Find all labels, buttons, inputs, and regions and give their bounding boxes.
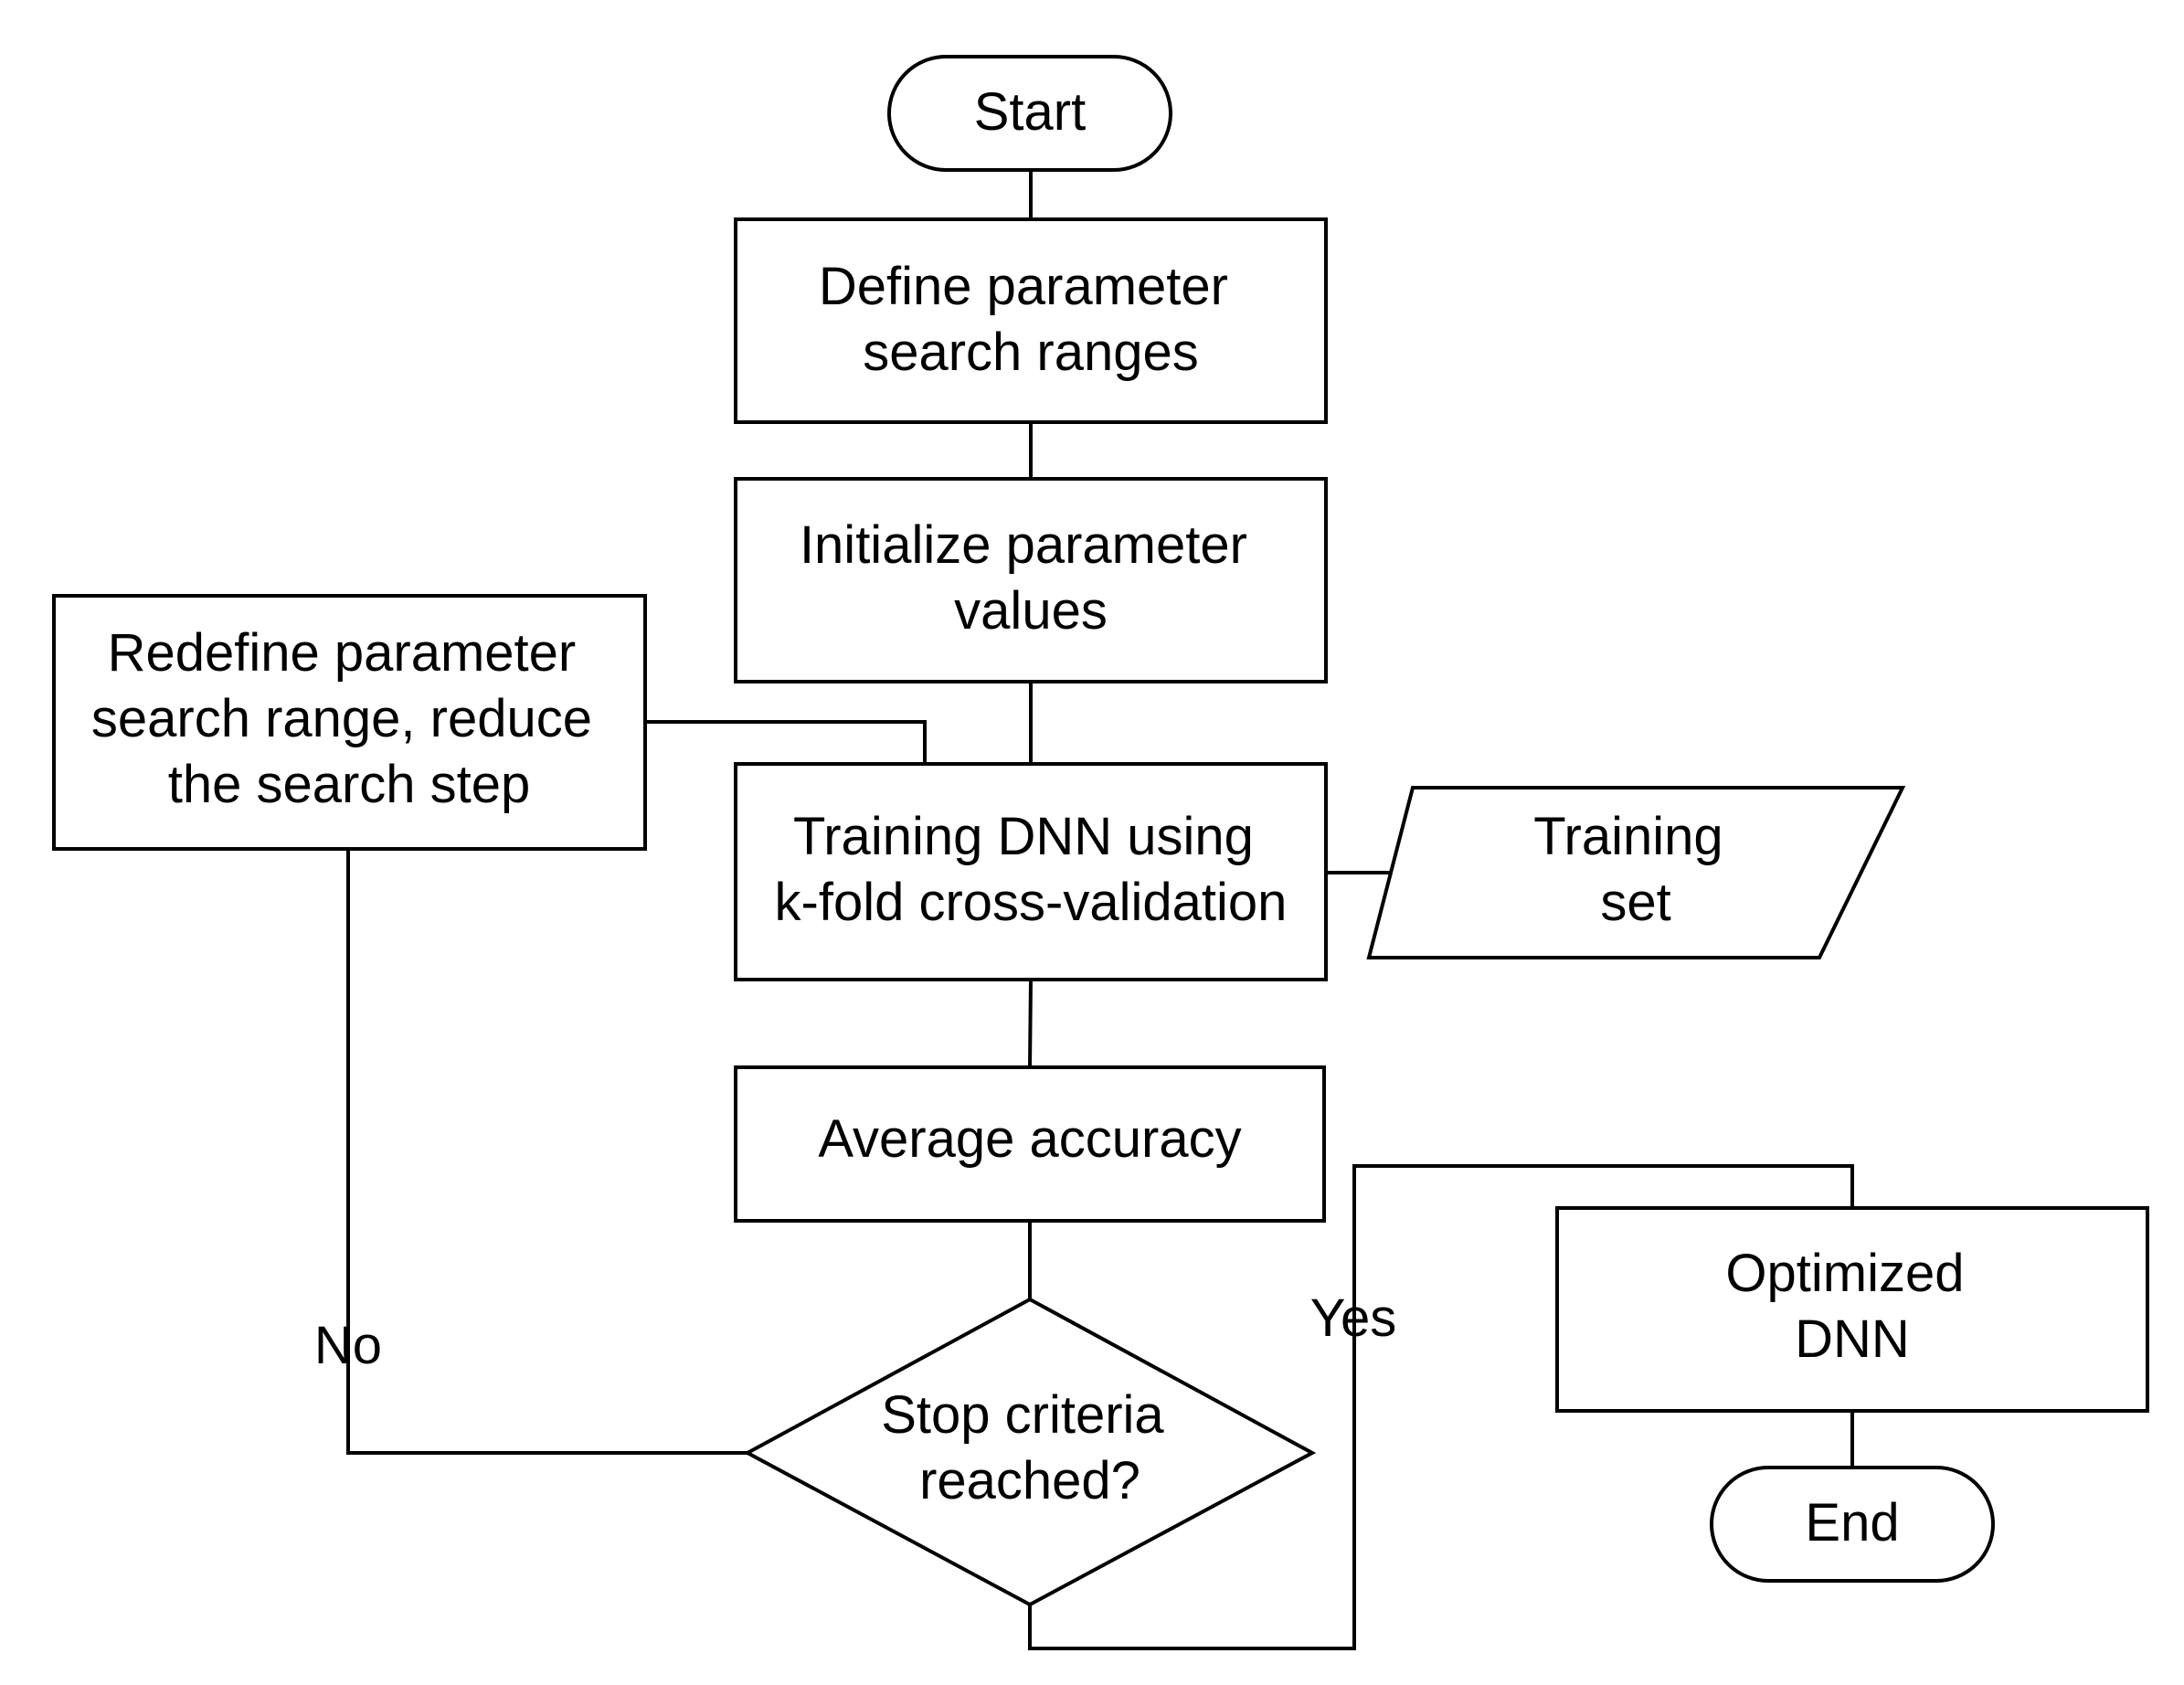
connectors	[346, 170, 1854, 1650]
start-label: Start	[974, 82, 1087, 142]
training-set-shape	[1366, 786, 1906, 959]
average-accuracy-box	[734, 1065, 1326, 1223]
initialize-values-process: Initialize parameter values	[734, 477, 1328, 684]
optimized-dnn-process: Optimized DNN	[1555, 1206, 2149, 1413]
end-label: End	[1805, 1493, 1899, 1553]
edge-decision-no-to-redefine	[346, 849, 747, 1455]
optimized-dnn-label: Optimized DNN	[1725, 1244, 1978, 1369]
end-terminal: End	[1710, 1466, 1995, 1583]
edge-decision-yes-to-optimized	[1028, 1164, 1854, 1650]
training-dnn-box	[734, 762, 1328, 981]
redefine-range-process: Redefine parameter search range, reduce …	[52, 594, 647, 851]
stop-criteria-diamond	[743, 1297, 1317, 1607]
average-accuracy-process: Average accuracy	[734, 1065, 1326, 1223]
define-ranges-process: Define parameter search ranges	[734, 217, 1328, 424]
start-terminal-shape	[887, 55, 1172, 172]
average-accuracy-label: Average accuracy	[818, 1109, 1241, 1169]
define-ranges-box	[734, 217, 1328, 424]
initialize-values-label: Initialize parameter values	[800, 515, 1262, 641]
edge-label-no: No	[314, 1316, 382, 1375]
edge-training-to-accuracy	[1028, 979, 1033, 1068]
end-terminal-shape	[1710, 1466, 1995, 1583]
optimized-dnn-box	[1555, 1206, 2149, 1413]
redefine-range-box	[52, 594, 647, 851]
stop-criteria-label: Stop criteria reached?	[881, 1385, 1179, 1510]
training-set-data: Training set	[1366, 786, 1906, 959]
training-dnn-process: Training DNN using k-fold cross-validati…	[734, 762, 1328, 981]
initialize-values-box	[734, 477, 1328, 684]
training-dnn-label: Training DNN using k-fold cross-validati…	[775, 807, 1288, 932]
training-set-label: Training set	[1533, 807, 1738, 932]
edge-label-yes: Yes	[1310, 1288, 1397, 1348]
start-terminal: Start	[887, 55, 1172, 172]
edge-redefine-to-training	[645, 720, 927, 764]
define-ranges-label: Define parameter search ranges	[819, 257, 1243, 382]
redefine-range-label: Redefine parameter search range, reduce …	[91, 623, 607, 814]
stop-criteria-decision: Stop criteria reached?	[743, 1297, 1317, 1607]
